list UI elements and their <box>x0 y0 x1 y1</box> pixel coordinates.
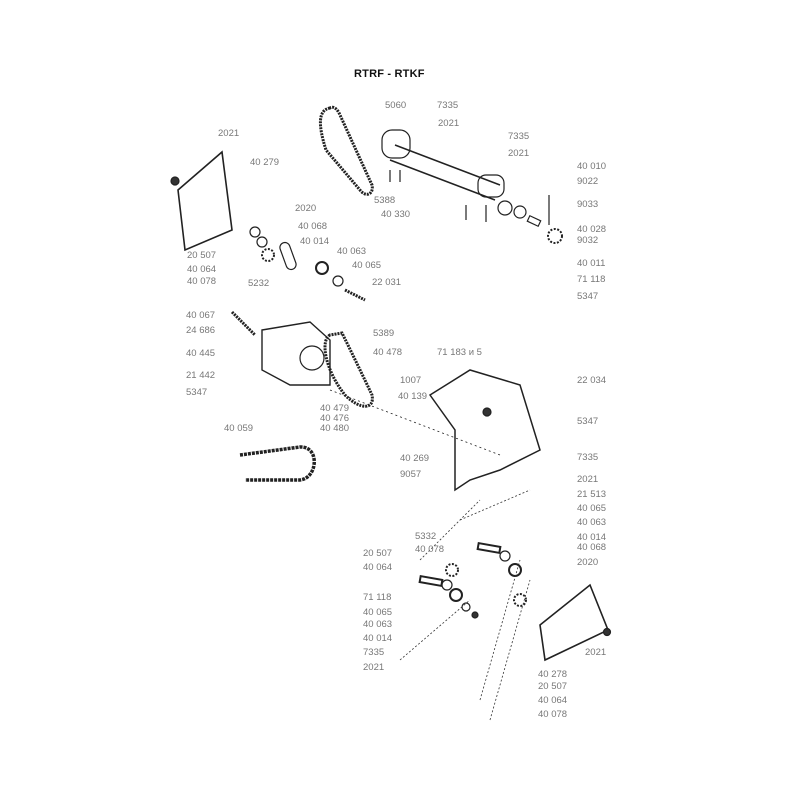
shaft-bracket-left <box>381 129 411 159</box>
part-number-label: 40 014 <box>363 633 393 644</box>
part-number-label: 2020 <box>295 203 317 214</box>
part-number-label: 40 014 <box>577 532 607 543</box>
part-number-label: 5347 <box>186 387 208 398</box>
part-number-label: 9033 <box>577 199 599 210</box>
part-number-label: 7335 <box>363 647 385 658</box>
part-number-label: 2021 <box>438 118 460 129</box>
part-number-label: 40 068 <box>298 221 328 232</box>
sprocket-right <box>547 228 563 244</box>
part-number-label: 40 476 <box>320 413 350 424</box>
part-number-label: 5347 <box>577 416 599 427</box>
tine-blade-left <box>177 150 233 252</box>
part-number-label: 40 078 <box>187 276 217 287</box>
part-number-label: 40 139 <box>398 391 428 402</box>
part-number-label: 21 513 <box>577 489 607 500</box>
part-number-label: 7335 <box>437 100 459 111</box>
part-number-label: 5389 <box>373 328 395 339</box>
part-number-label: 2020 <box>577 557 599 568</box>
chain-belt-middle <box>323 331 374 408</box>
part-number-label: 40 064 <box>538 695 568 706</box>
part-number-label: 40 063 <box>577 517 607 528</box>
part-number-label: 40 278 <box>538 669 568 680</box>
part-number-label: 40 010 <box>577 161 607 172</box>
part-number-label: 40 269 <box>400 453 430 464</box>
belt-u <box>239 445 316 482</box>
gearbox <box>261 321 331 386</box>
sleeve <box>526 214 542 228</box>
part-number-label: 9032 <box>577 235 599 246</box>
part-number-label: 2021 <box>577 474 599 485</box>
part-number-label: 40 067 <box>186 310 216 321</box>
part-number-label: 22 034 <box>577 375 607 386</box>
part-number-label: 5060 <box>385 100 407 111</box>
part-number-label: 40 011 <box>577 258 606 269</box>
part-number-label: 71 118 <box>577 274 606 285</box>
part-number-label: 5232 <box>248 278 270 289</box>
part-number-label: 40 014 <box>300 236 330 247</box>
part-number-label: 5388 <box>374 195 396 206</box>
nut <box>170 176 180 186</box>
part-number-label: 71 183 и 5 <box>437 347 482 358</box>
part-number-label: 40 065 <box>577 503 607 514</box>
part-number-label: 40 279 <box>250 157 280 168</box>
part-number-label: 40 064 <box>363 562 393 573</box>
shaft-bracket-right <box>477 174 505 198</box>
part-number-label: 40 330 <box>381 209 411 220</box>
chain-housing <box>428 369 541 492</box>
part-number-label: 40 480 <box>320 423 350 434</box>
sprocket-left <box>261 248 275 262</box>
part-number-label: 20 507 <box>538 681 568 692</box>
part-number-label: 7335 <box>508 131 530 142</box>
diagram-title: RTRF - RTKF <box>354 68 425 80</box>
part-number-label: 40 065 <box>352 260 382 271</box>
part-number-label: 71 118 <box>363 592 392 603</box>
part-number-label: 40 068 <box>577 542 607 553</box>
part-number-label: 22 031 <box>372 277 402 288</box>
bushing <box>513 205 527 219</box>
part-number-label: 40 064 <box>187 264 217 275</box>
bearing <box>497 200 513 216</box>
part-number-label: 5332 <box>415 531 437 542</box>
part-number-label: 40 445 <box>186 348 216 359</box>
part-number-label: 40 059 <box>224 423 254 434</box>
part-number-label: 40 478 <box>373 347 403 358</box>
part-number-label: 2021 <box>585 647 607 658</box>
part-number-label: 40 479 <box>320 403 350 414</box>
part-number-label: 21 442 <box>186 370 216 381</box>
part-number-label: 2021 <box>508 148 530 159</box>
part-number-label: 40 065 <box>363 607 393 618</box>
part-number-label: 40 028 <box>577 224 607 235</box>
part-number-label: 40 078 <box>415 544 445 555</box>
part-number-label: 40 063 <box>363 619 393 630</box>
part-number-label: 40 078 <box>538 709 568 720</box>
chain-belt-top <box>319 105 374 196</box>
drive-shaft <box>389 144 501 201</box>
part-number-label: 24 686 <box>186 325 216 336</box>
part-number-label: 1007 <box>400 375 422 386</box>
part-number-label: 2021 <box>363 662 385 673</box>
part-number-label: 20 507 <box>187 250 217 261</box>
part-number-label: 9022 <box>577 176 599 187</box>
part-number-label: 9057 <box>400 469 422 480</box>
part-number-label: 40 063 <box>337 246 367 257</box>
part-number-label: 20 507 <box>363 548 393 559</box>
part-number-label: 5347 <box>577 291 599 302</box>
part-number-label: 2021 <box>218 128 240 139</box>
part-number-label: 7335 <box>577 452 599 463</box>
